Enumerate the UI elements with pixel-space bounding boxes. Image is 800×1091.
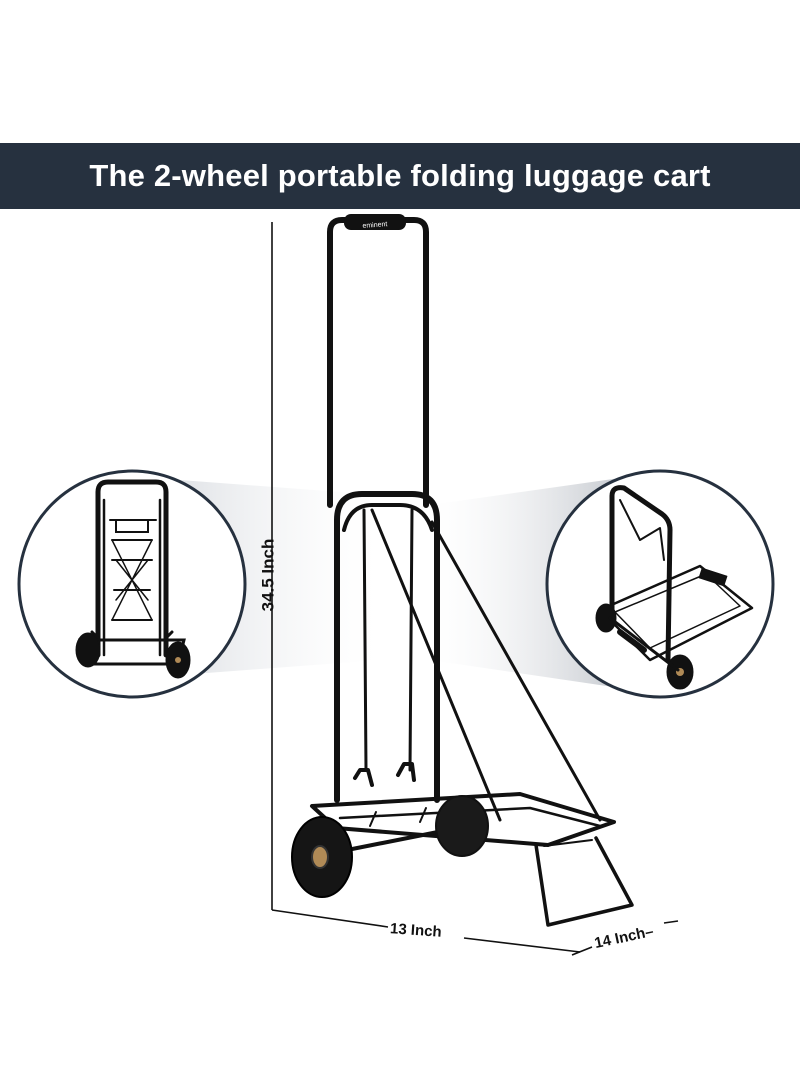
rear-wheel bbox=[435, 795, 489, 857]
callout-unfolded-side-view bbox=[545, 469, 775, 699]
luggage-cart bbox=[291, 214, 634, 927]
dimension-lines bbox=[271, 222, 679, 956]
banner-title: The 2-wheel portable folding luggage car… bbox=[89, 158, 711, 193]
cart-unfolded-side-view-icon bbox=[595, 485, 754, 690]
cart-folded-front-view-icon bbox=[75, 479, 191, 679]
toe-plate bbox=[534, 836, 634, 927]
width-dimension-label: 13 Inch bbox=[389, 920, 443, 941]
handle-brand: eminent bbox=[362, 221, 387, 230]
callout-folded-front-view bbox=[17, 469, 247, 699]
handle-grip bbox=[344, 214, 406, 230]
cart-handle-frame bbox=[327, 217, 429, 508]
cart-inner-frame bbox=[334, 491, 440, 803]
height-dimension-label: 34.5 Inch bbox=[258, 538, 278, 612]
title-banner: The 2-wheel portable folding luggage car… bbox=[0, 143, 800, 209]
